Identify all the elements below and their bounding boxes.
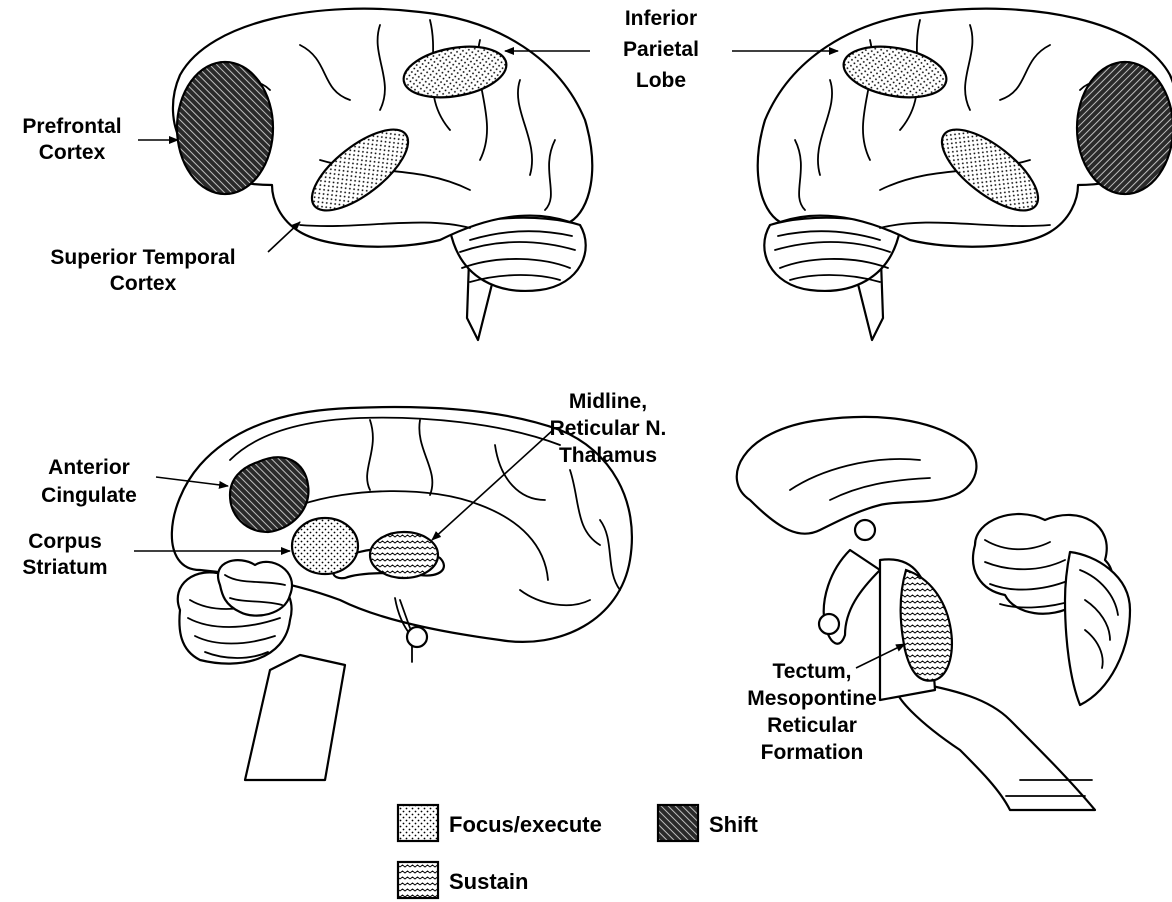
prefrontal-cortex-region bbox=[177, 62, 273, 194]
label-inferior-parietal-line3: Lobe bbox=[636, 69, 686, 92]
legend-label-sustain: Sustain bbox=[449, 869, 528, 894]
label-midline-line3: Thalamus bbox=[559, 444, 657, 467]
label-superior-temporal-line1: Superior Temporal bbox=[50, 246, 235, 269]
label-superior-temporal-line2: Cortex bbox=[110, 272, 177, 295]
thalamus-region bbox=[370, 532, 438, 578]
label-superior-temporal: Superior Temporal Cortex bbox=[50, 222, 300, 295]
label-anterior-cingulate-line1: Anterior bbox=[48, 456, 130, 479]
label-prefrontal-line1: Prefrontal bbox=[22, 115, 121, 138]
label-midline-line2: Reticular N. bbox=[550, 417, 667, 440]
label-tectum-line1: Tectum, bbox=[773, 660, 852, 683]
label-corpus-striatum-line1: Corpus bbox=[28, 530, 102, 553]
legend-swatch-sustain bbox=[398, 862, 438, 898]
legend-label-focus: Focus/execute bbox=[449, 812, 602, 837]
label-anterior-cingulate-line2: Cingulate bbox=[41, 484, 137, 507]
legend-swatch-focus bbox=[398, 805, 438, 841]
label-tectum-line2: Mesopontine bbox=[747, 687, 877, 710]
label-inferior-parietal-line1: Inferior bbox=[625, 7, 697, 30]
legend-label-shift: Shift bbox=[709, 812, 759, 837]
corpus-striatum-region bbox=[292, 518, 358, 574]
label-prefrontal: Prefrontal Cortex bbox=[22, 115, 178, 164]
lateral-brain-left bbox=[173, 9, 592, 340]
lateral-brain-right bbox=[758, 9, 1172, 340]
label-midline-line1: Midline, bbox=[569, 390, 647, 413]
legend-swatch-shift bbox=[658, 805, 698, 841]
label-corpus-striatum-line2: Striatum bbox=[22, 556, 107, 579]
label-inferior-parietal-line2: Parietal bbox=[623, 38, 699, 61]
arrow-superior-temporal bbox=[268, 222, 300, 252]
legend: Focus/execute Shift Sustain bbox=[398, 805, 759, 898]
label-tectum-line4: Formation bbox=[761, 741, 864, 764]
label-tectum-line3: Reticular bbox=[767, 714, 857, 737]
label-prefrontal-line2: Cortex bbox=[39, 141, 106, 164]
